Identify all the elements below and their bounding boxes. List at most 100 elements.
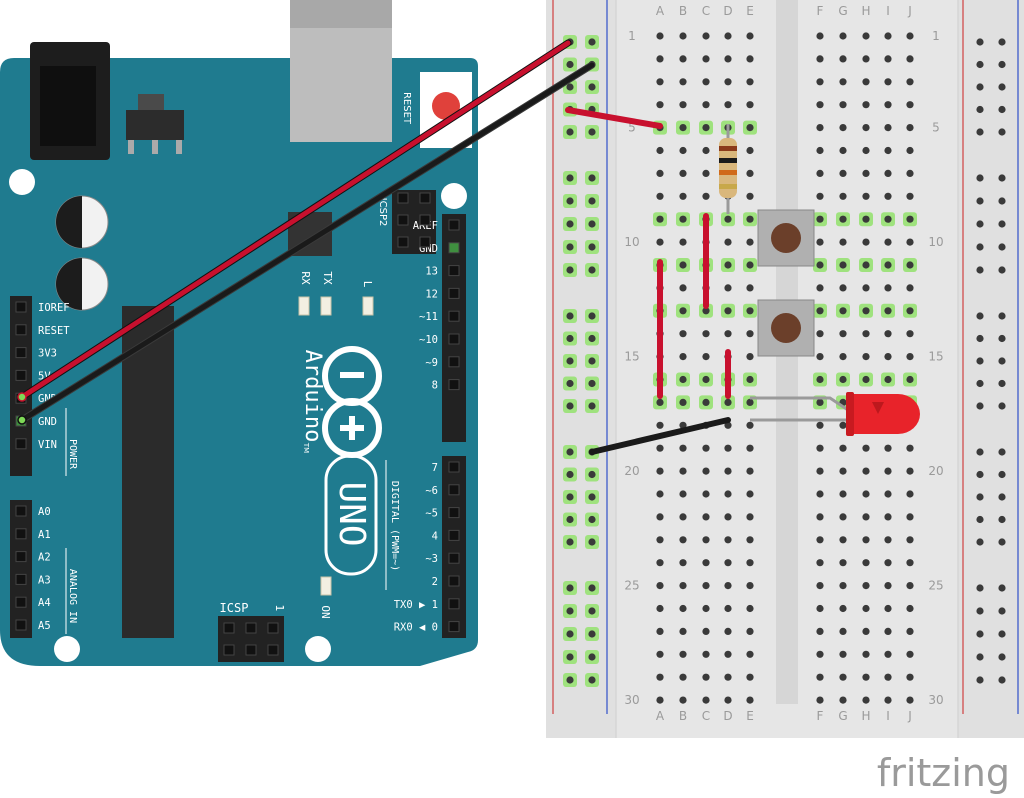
breadboard-hole	[679, 444, 687, 452]
breadboard-hole	[816, 146, 824, 155]
breadboard-hole	[679, 55, 687, 63]
led	[750, 392, 920, 436]
breadboard-hole	[816, 627, 824, 636]
rail-hole	[976, 38, 984, 46]
breadboard-hole	[679, 307, 687, 315]
rail-hole	[588, 334, 596, 343]
breadboard-hole	[816, 330, 824, 338]
breadboard-hole	[679, 146, 687, 155]
rail-hole	[976, 676, 984, 684]
digital-pin-label: ~10	[419, 334, 438, 346]
column-label: I	[886, 709, 890, 723]
digital-pin-label: ~11	[419, 311, 438, 323]
breadboard-hole	[656, 421, 664, 429]
rail-hole	[566, 515, 574, 524]
breadboard-hole	[884, 307, 892, 315]
analog-pin	[15, 573, 27, 585]
reset-label: RESET	[401, 92, 412, 125]
breadboard-hole	[906, 650, 914, 658]
rail-hole	[588, 676, 596, 684]
breadboard-hole	[746, 582, 754, 590]
rail-hole	[566, 538, 574, 546]
led-lead-anode	[750, 396, 849, 412]
breadboard-hole	[906, 284, 914, 292]
breadboard-hole	[884, 238, 892, 246]
breadboard-hole	[906, 513, 914, 521]
power-pin	[15, 438, 27, 450]
regulator-pin	[128, 140, 134, 154]
breadboard-hole	[884, 375, 892, 384]
breadboard-hole	[906, 490, 914, 498]
breadboard-hole	[816, 215, 824, 223]
icsp-pin	[267, 644, 279, 656]
breadboard-hole	[816, 604, 824, 613]
breadboard-hole	[862, 513, 870, 521]
breadboard-hole	[702, 192, 710, 200]
row-number-right: 1	[932, 29, 940, 43]
breadboard-hole	[656, 582, 664, 590]
rail-hole	[976, 584, 984, 592]
analog-pin-label: A3	[38, 574, 51, 586]
breadboard-hole	[702, 124, 710, 132]
digital-pin	[448, 575, 460, 587]
rail-hole	[976, 128, 984, 136]
rail-hole	[998, 83, 1006, 91]
rail-hole	[566, 676, 574, 684]
fritzing-logo: fritzing	[877, 751, 1010, 795]
uno-model-label: UNO	[331, 481, 372, 546]
power-pin-label: IOREF	[38, 302, 70, 314]
breadboard-hole	[884, 673, 892, 681]
breadboard-hole	[724, 490, 732, 498]
breadboard-hole	[702, 78, 710, 86]
rail-hole	[588, 379, 596, 388]
analog-pin	[15, 551, 27, 563]
breadboard-hole	[906, 375, 914, 384]
breadboard-hole	[906, 330, 914, 338]
regulator-pin	[152, 140, 158, 154]
breadboard-hole	[746, 353, 754, 361]
row-number-left: 1	[628, 29, 636, 43]
power-pin-label: RESET	[38, 325, 70, 337]
icsp-label: ICSP	[220, 601, 249, 615]
breadboard-hole	[746, 101, 754, 109]
breadboard-hole	[724, 604, 732, 613]
resistor-band	[719, 146, 737, 151]
rail-hole	[976, 607, 984, 615]
breadboard-hole	[862, 124, 870, 132]
breadboard-hole	[816, 444, 824, 452]
rail-hole	[976, 379, 984, 388]
resistor-band	[719, 158, 737, 163]
breadboard-hole	[679, 353, 687, 361]
digital-pin-label: 4	[432, 530, 438, 542]
breadboard-holes	[563, 32, 1006, 704]
breadboard-hole	[746, 627, 754, 636]
breadboard-hole	[656, 490, 664, 498]
rail-hole	[998, 197, 1006, 205]
breadboard-hole	[702, 536, 710, 544]
breadboard-hole	[906, 353, 914, 361]
breadboard-hole	[839, 169, 847, 177]
breadboard-hole	[656, 78, 664, 86]
logo-minus	[340, 372, 364, 378]
breadboard-hole	[884, 650, 892, 658]
digital-pin	[448, 552, 460, 564]
on-label: ON	[319, 605, 332, 618]
rail-hole	[976, 448, 984, 456]
power-header	[10, 296, 32, 476]
breadboard-hole	[679, 559, 687, 567]
rail-hole	[566, 60, 574, 69]
breadboard-hole	[862, 192, 870, 200]
icsp2-pin	[419, 214, 431, 226]
arduino-uno-board: IOREFRESET3V35VGNDGNDVINA0A1A2A3A4A5AREF…	[0, 0, 478, 666]
breadboard-hole	[906, 78, 914, 86]
breadboard-hole	[656, 604, 664, 613]
breadboard-hole	[679, 604, 687, 613]
breadboard-hole	[816, 353, 824, 361]
rail-hole	[998, 448, 1006, 456]
breadboard-hole	[702, 444, 710, 452]
mounting-hole	[54, 636, 80, 662]
breadboard-hole	[906, 238, 914, 246]
breadboard-hole	[839, 467, 847, 475]
rail-hole	[588, 357, 596, 365]
